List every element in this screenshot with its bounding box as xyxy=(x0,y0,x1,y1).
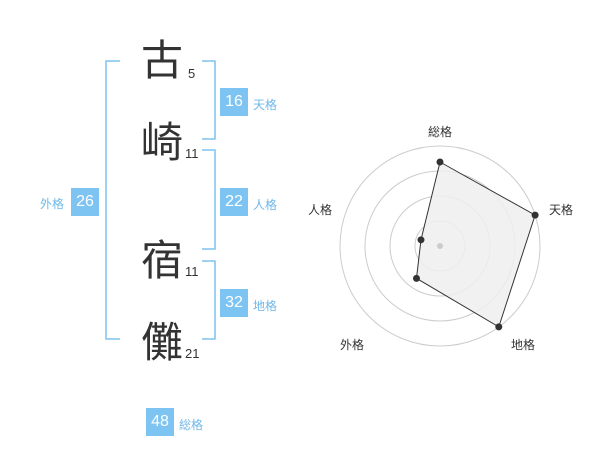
name-char-1: 古 xyxy=(141,36,184,85)
stroke-count-3: 11 xyxy=(185,264,199,279)
chikaku-bracket xyxy=(202,260,216,340)
tenkaku-bracket xyxy=(202,60,216,140)
radar-axis-label-chikaku: 地格 xyxy=(511,338,536,352)
radar-point-1 xyxy=(531,211,539,219)
radar-axis-label-soukaku: 総格 xyxy=(428,125,453,139)
stroke-count-4: 21 xyxy=(185,346,200,361)
radar-point-4 xyxy=(417,236,425,244)
chikaku-label: 地格 xyxy=(253,299,278,313)
radar-ring xyxy=(339,145,541,347)
soukaku-label: 総格 xyxy=(179,418,204,432)
radar-axis-label-tenkaku: 天格 xyxy=(549,203,574,217)
radar-axis-label-jinkaku: 人格 xyxy=(308,203,333,217)
radar-center-dot xyxy=(437,243,443,249)
stroke-count-1: 5 xyxy=(188,66,196,81)
radar-point-0 xyxy=(436,158,444,166)
jinkaku-badge: 22 xyxy=(220,188,248,216)
name-char-4: 儺 xyxy=(141,318,184,367)
gaikaku-bracket xyxy=(105,60,120,340)
name-char-2: 崎 xyxy=(141,118,184,167)
tenkaku-badge: 16 xyxy=(220,88,248,116)
soukaku-badge: 48 xyxy=(146,408,174,436)
gaikaku-label: 外格 xyxy=(40,197,65,211)
chikaku-badge: 32 xyxy=(220,289,248,317)
radar-point-3 xyxy=(412,274,420,282)
radar-point-2 xyxy=(495,323,503,331)
radar-polygon xyxy=(415,161,536,328)
jinkaku-bracket xyxy=(202,149,216,250)
tenkaku-label: 天格 xyxy=(253,98,278,112)
stroke-count-2: 11 xyxy=(185,146,199,161)
jinkaku-label: 人格 xyxy=(253,198,278,212)
name-char-3: 宿 xyxy=(141,236,184,285)
radar-axis-label-gaikaku: 外格 xyxy=(340,338,365,352)
gaikaku-badge: 26 xyxy=(71,188,99,216)
